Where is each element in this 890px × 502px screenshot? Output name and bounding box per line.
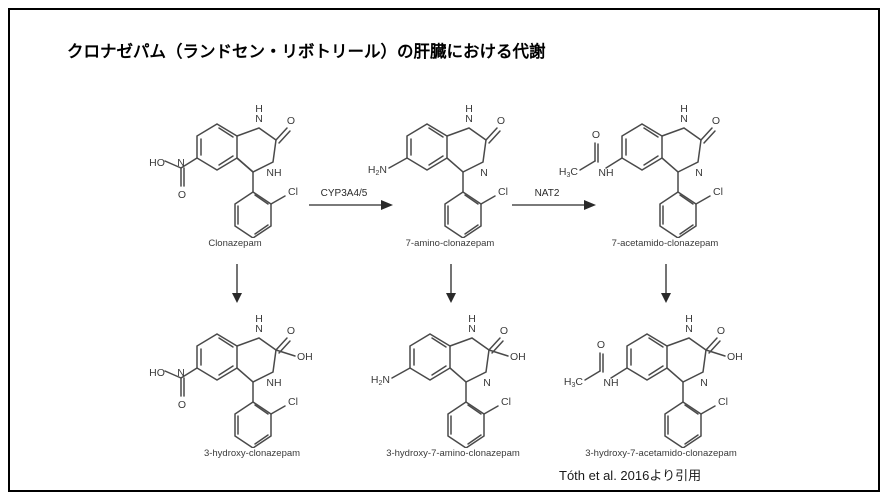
atom-label-h: H [465,103,473,115]
atom-label-o-amide: O [592,129,600,141]
atom-label-nh: NH [266,167,281,179]
atom-label-o: O [287,325,295,337]
atom-label-methyl: H3C [564,376,584,389]
reaction-label-cyp3a4: CYP3A4/5 [320,188,368,199]
atom-label-n-nitro: N [177,157,185,169]
atom-label-oh: OH [297,351,313,363]
compound-label-7-amino-clonazepam: 7-amino-clonazepam [405,238,495,249]
atom-label-cl: Cl [713,186,723,198]
slide-frame: クロナゼパム（ランドセン・リボトリール）の肝臓における代謝 [8,8,880,492]
structure-clonazepam: N H O NH N HO O Cl [145,88,330,238]
page-title: クロナゼパム（ランドセン・リボトリール）の肝臓における代謝 [67,43,546,61]
atom-label-nh: NH [266,377,281,389]
atom-label-n-imine: N [700,377,708,389]
atom-label-amino: H2N [371,374,390,387]
structure-3-hydroxy-7-amino-clonazepam: N H O N Cl H2N OH [358,298,553,448]
structure-3-hydroxy-7-acetamido-clonazepam: N H O N Cl NH O H3C OH [555,298,765,448]
reaction-arrow-hydroxy-3 [657,262,675,304]
atom-label-nh-amide: NH [598,167,613,179]
structure-7-amino-clonazepam: N H O N Cl H2N [355,88,540,238]
atom-label-n-imine: N [483,377,491,389]
atom-label-n: N [465,113,473,125]
atom-label-o-nitro: O [178,189,186,201]
atom-label-cl: Cl [288,186,298,198]
atom-label-n-nitro: N [177,367,185,379]
atom-label-o-amide: O [597,339,605,351]
atom-label-oh: OH [510,351,526,363]
atom-label-amino: H2N [368,164,387,177]
atom-label-oh: OH [727,351,743,363]
atom-label-n-imine: N [695,167,703,179]
atom-label-o: O [500,325,508,337]
atom-label-ho: HO [149,157,165,169]
citation-text: Tóth et al. 2016より引用 [559,468,702,483]
reaction-arrow-hydroxy-2 [442,262,460,304]
structure-3-hydroxy-clonazepam: N H O NH N HO O Cl OH [145,298,340,448]
atom-label-cl: Cl [718,396,728,408]
atom-label-n-imine: N [480,167,488,179]
atom-label-h: H [685,313,693,325]
atom-label-ho: HO [149,367,165,379]
atom-label-h: H [255,103,263,115]
compound-label-3-hydroxy-clonazepam: 3-hydroxy-clonazepam [203,448,301,459]
atom-label-cl: Cl [501,396,511,408]
atom-label-o: O [717,325,725,337]
compound-label-3-hydroxy-7-amino-clonazepam: 3-hydroxy-7-amino-clonazepam [386,448,520,459]
atom-label-h: H [255,313,263,325]
atom-label-n: N [255,113,263,125]
atom-label-cl: Cl [498,186,508,198]
atom-label-h: H [468,313,476,325]
atom-label-o: O [712,115,720,127]
compound-label-clonazepam: Clonazepam [208,238,262,249]
reaction-arrow-cyp3a4 [305,196,395,214]
metabolism-scheme: N H O NH N HO O Cl Clonazepam CYP3A4/5 [10,10,878,490]
atom-label-nh-amide: NH [603,377,618,389]
atom-label-n: N [468,323,476,335]
atom-label-o: O [287,115,295,127]
atom-label-methyl: H3C [559,166,579,179]
structure-7-acetamido-clonazepam: N H O N Cl NH O H3C [550,88,755,238]
atom-label-h: H [680,103,688,115]
atom-label-o: O [497,115,505,127]
reaction-arrow-hydroxy-1 [228,262,246,304]
compound-label-3-hydroxy-7-acetamido-clonazepam: 3-hydroxy-7-acetamido-clonazepam [585,448,737,459]
atom-label-cl: Cl [288,396,298,408]
compound-label-7-acetamido-clonazepam: 7-acetamido-clonazepam [611,238,719,249]
atom-label-n: N [685,323,693,335]
reaction-arrow-nat2 [508,196,598,214]
reaction-label-nat2: NAT2 [534,188,560,199]
atom-label-n: N [255,323,263,335]
atom-label-o-nitro: O [178,399,186,411]
atom-label-n: N [680,113,688,125]
